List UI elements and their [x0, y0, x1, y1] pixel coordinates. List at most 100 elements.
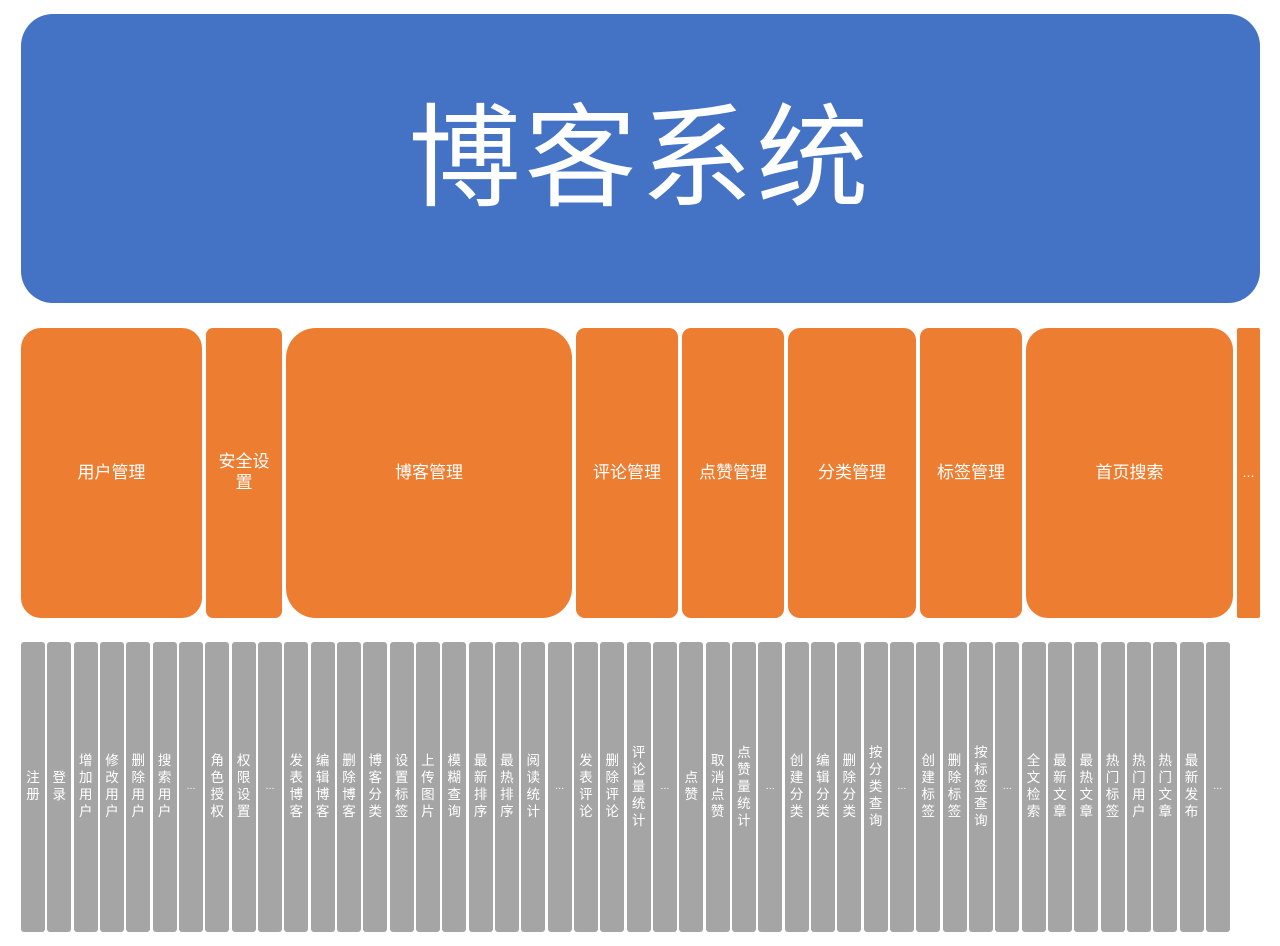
feature-label: 点赞量统计: [737, 744, 751, 829]
module-label: …: [1242, 465, 1255, 480]
module-tile: 点赞管理: [682, 328, 784, 618]
feature-tile: 热门用户: [1126, 642, 1151, 932]
feature-label: 登录: [52, 770, 67, 803]
feature-tile: 权限设置: [231, 642, 256, 932]
feature-label: 删除分类: [842, 753, 856, 820]
feature-tile: 最热文章: [1074, 642, 1099, 932]
feature-label: 权限设置: [236, 753, 251, 820]
feature-label: 编辑分类: [816, 753, 830, 820]
feature-tile: 上传图片: [415, 642, 440, 932]
feature-label: …: [765, 781, 775, 792]
feature-label: 删除用户: [131, 753, 146, 820]
feature-label: 按标签查询: [974, 744, 988, 829]
feature-tile: …: [995, 642, 1020, 932]
feature-tile: 评论量统计: [626, 642, 651, 932]
feature-label: 修改用户: [105, 753, 119, 820]
feature-tile: 热门文章: [1153, 642, 1178, 932]
feature-tile: 修改用户: [100, 642, 124, 932]
module-tile: 博客管理: [286, 328, 572, 618]
feature-tile: 最新文章: [1047, 642, 1072, 932]
feature-label: 阅读统计: [526, 753, 541, 820]
feature-label: …: [555, 781, 565, 792]
feature-label: 热门用户: [1132, 753, 1146, 820]
feature-tile: 全文检索: [1021, 642, 1046, 932]
feature-label: 设置标签: [394, 753, 409, 820]
module-tile: 用户管理: [21, 328, 202, 618]
feature-tile: 删除评论: [600, 642, 625, 932]
system-title: 博客系统: [408, 93, 873, 224]
feature-label: …: [897, 781, 907, 792]
feature-label: 点赞: [684, 770, 699, 803]
feature-label: …: [265, 781, 275, 792]
feature-tile: 发表博客: [284, 642, 309, 932]
feature-label: 注册: [26, 770, 40, 803]
module-label: 评论管理: [593, 462, 661, 483]
feature-label: 最新文章: [1053, 753, 1067, 820]
feature-tile: 编辑分类: [810, 642, 835, 932]
feature-tile: …: [547, 642, 572, 932]
feature-label: 最热文章: [1079, 753, 1093, 820]
module-label: 点赞管理: [699, 462, 767, 483]
feature-tile: 最新发布: [1179, 642, 1204, 932]
feature-row: 注册登录增加用户修改用户删除用户搜索用户…角色授权权限设置…发表博客编辑博客删除…: [0, 642, 1280, 932]
feature-label: 热门标签: [1105, 753, 1120, 820]
module-label: 安全设置: [218, 452, 270, 493]
feature-label: 删除博客: [342, 753, 356, 820]
feature-tile: …: [258, 642, 282, 932]
feature-label: 上传图片: [421, 753, 435, 820]
feature-tile: 删除标签: [942, 642, 967, 932]
feature-tile: 模糊查询: [442, 642, 467, 932]
feature-tile: 增加用户: [73, 642, 98, 932]
module-row: 用户管理 安全设置 博客管理 评论管理 点赞管理 分类管理 标签管理 首页搜索 …: [0, 328, 1280, 618]
module-label: 用户管理: [77, 462, 146, 483]
feature-tile: …: [889, 642, 914, 932]
feature-tile: …: [758, 642, 783, 932]
feature-tile: 删除分类: [837, 642, 862, 932]
module-tile: 评论管理: [576, 328, 678, 618]
feature-tile: 博客分类: [363, 642, 388, 932]
feature-tile: 删除博客: [337, 642, 361, 932]
feature-label: 热门文章: [1158, 753, 1172, 820]
feature-tile: 热门标签: [1100, 642, 1125, 932]
feature-label: 按分类查询: [868, 744, 883, 829]
module-tile: 标签管理: [920, 328, 1022, 618]
module-tile: 安全设置: [206, 328, 282, 618]
feature-label: 模糊查询: [447, 753, 462, 820]
feature-tile: 角色授权: [205, 642, 230, 932]
feature-tile: 删除用户: [126, 642, 151, 932]
feature-tile: …: [652, 642, 677, 932]
feature-label: 评论量统计: [631, 744, 646, 829]
feature-label: 发表评论: [579, 753, 593, 820]
feature-tile: 编辑博客: [310, 642, 335, 932]
feature-tile: …: [1205, 642, 1230, 932]
feature-tile: 创建分类: [784, 642, 809, 932]
feature-label: 删除标签: [947, 753, 962, 820]
feature-tile: 创建标签: [916, 642, 941, 932]
feature-label: 最新发布: [1184, 753, 1199, 820]
module-tile: …: [1237, 328, 1260, 618]
feature-label: 发表博客: [289, 753, 304, 820]
feature-tile: 点赞量统计: [731, 642, 756, 932]
feature-label: 增加用户: [78, 753, 93, 820]
feature-tile: 发表评论: [573, 642, 598, 932]
feature-tile: 注册: [21, 642, 45, 932]
feature-label: 创建分类: [789, 753, 804, 820]
module-label: 首页搜索: [1095, 462, 1164, 483]
feature-tile: 点赞: [679, 642, 704, 932]
feature-label: 删除评论: [605, 753, 620, 820]
feature-label: 最新排序: [473, 753, 488, 820]
feature-tile: 搜索用户: [152, 642, 177, 932]
module-label: 博客管理: [395, 462, 463, 483]
feature-tile: 登录: [47, 642, 72, 932]
feature-tile: 设置标签: [389, 642, 414, 932]
feature-tile: …: [179, 642, 203, 932]
feature-label: 角色授权: [210, 753, 225, 820]
module-label: 标签管理: [937, 462, 1005, 483]
feature-label: 编辑博客: [315, 753, 330, 820]
feature-label: 博客分类: [368, 753, 383, 820]
feature-label: 创建标签: [921, 753, 935, 820]
feature-tile: 按分类查询: [863, 642, 888, 932]
module-label: 分类管理: [818, 462, 886, 483]
feature-label: …: [1213, 781, 1223, 792]
feature-label: …: [660, 781, 670, 792]
